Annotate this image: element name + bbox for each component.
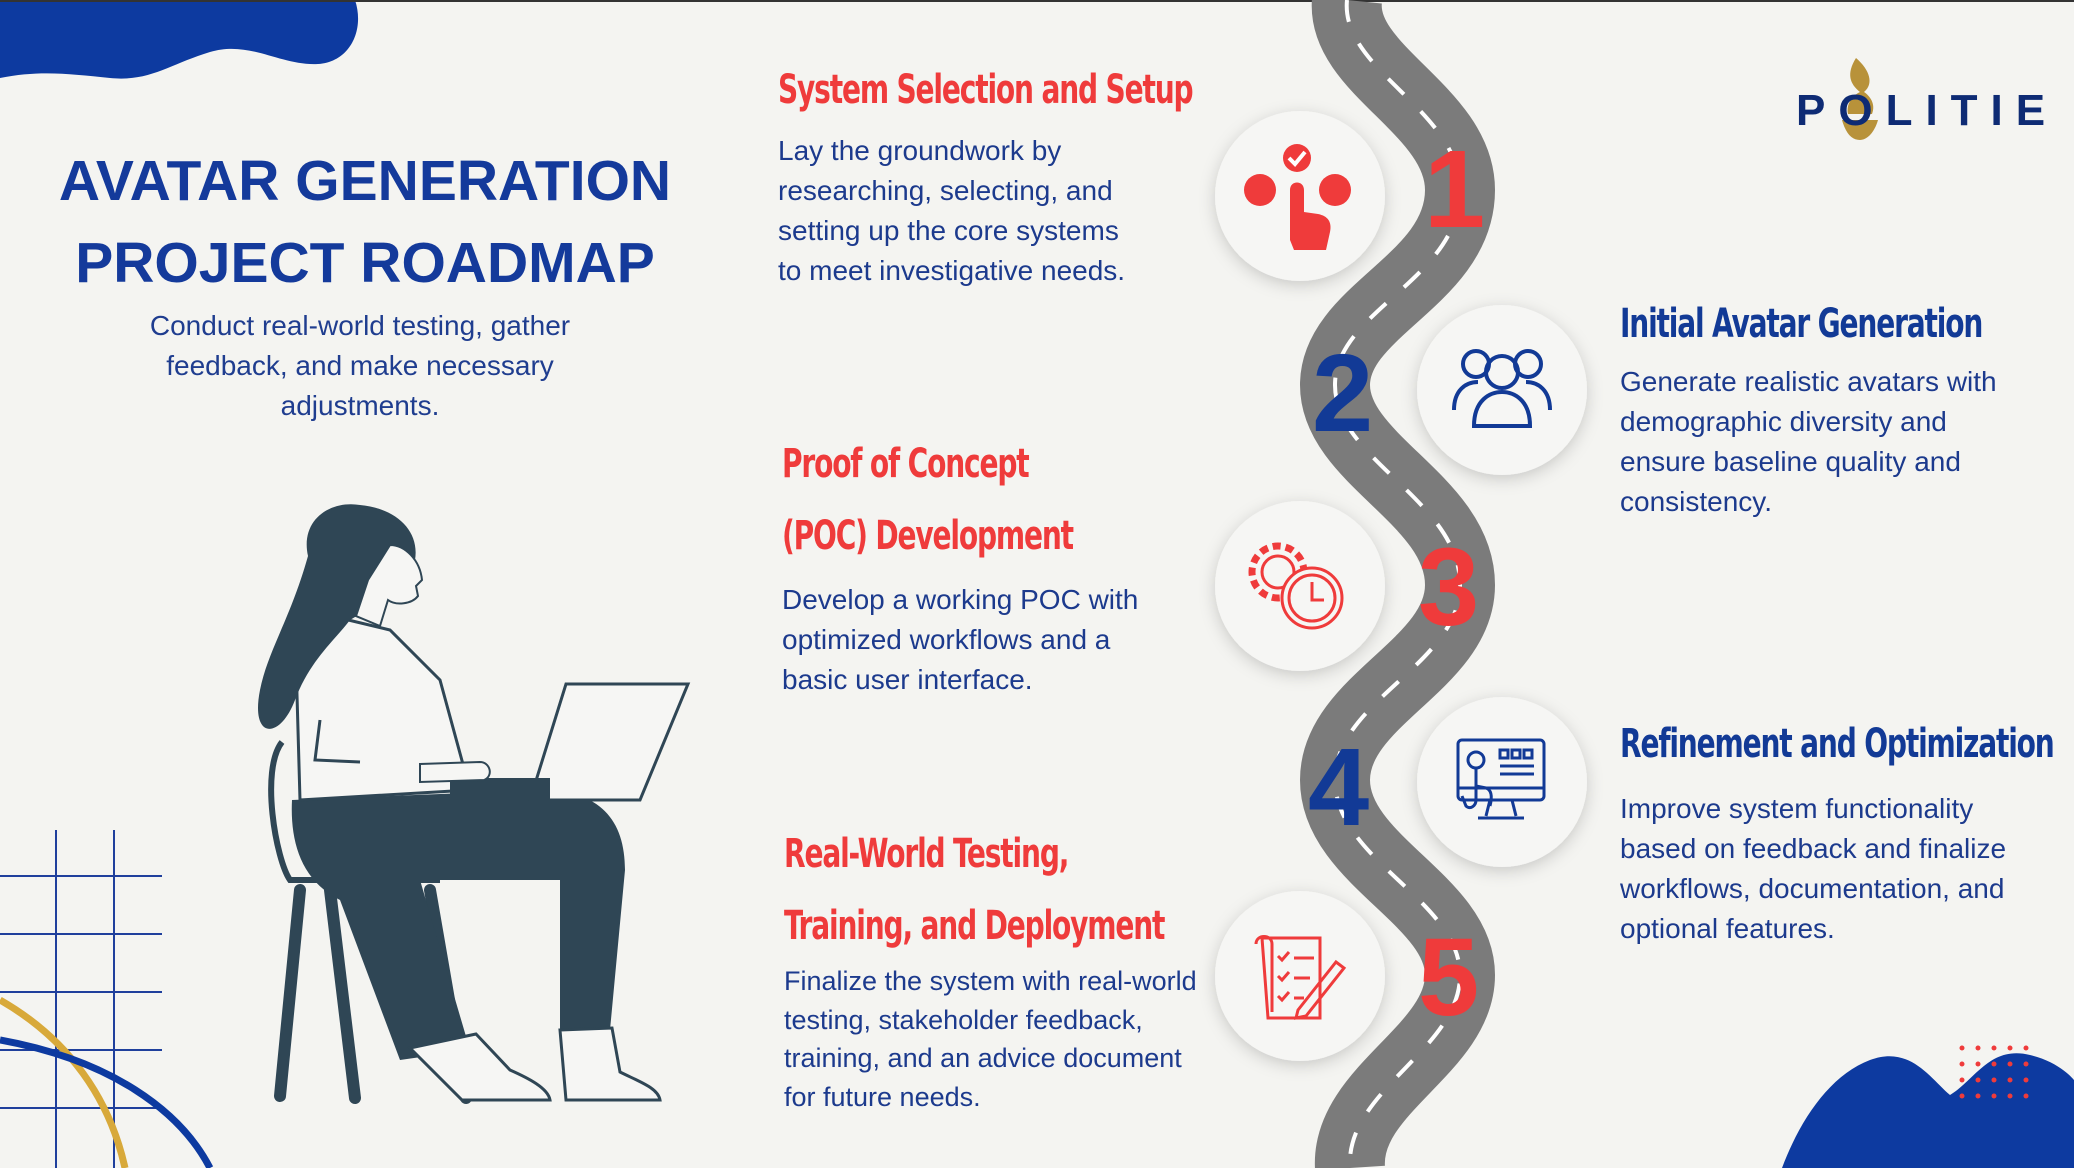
step-1-description: Lay the groundwork by researching, selec…	[778, 135, 1126, 286]
step-2-title: Initial Avatar Generation	[1620, 301, 1983, 347]
step-5-description: Finalize the system with real-world test…	[784, 966, 1197, 1112]
corner-blob-bottom-right	[1782, 1053, 2074, 1168]
step-4-description: Improve system functionality based on fe…	[1620, 793, 2007, 944]
decor-grid	[0, 830, 162, 1168]
user-group-icon	[1452, 349, 1552, 428]
decor-arc-navy	[0, 1036, 214, 1168]
step-5-title-line-2: Training, and Deployment	[784, 903, 1165, 949]
step-4-title: Refinement and Optimization	[1620, 721, 2055, 767]
touch-options-icon	[1244, 144, 1351, 250]
page-title: AVATAR GENERATION PROJECT ROADMAP	[58, 149, 672, 295]
page-subtitle: Conduct real-world testing, gather feedb…	[149, 310, 571, 421]
step-number-2: 2	[1312, 332, 1374, 455]
step-2: Initial Avatar Generation	[1620, 288, 2074, 360]
step-number-3: 3	[1418, 526, 1480, 649]
step-3-title-line-1: Proof of Concept	[782, 441, 1030, 487]
brand-emblem-icon	[1842, 58, 1878, 140]
step-5: Real-World Testing, Training, and Deploy…	[784, 818, 1272, 962]
step-1: System Selection and Setup	[778, 54, 1309, 126]
gear-clock-icon	[1248, 542, 1344, 630]
step-3-title-line-2: (POC) Development	[782, 513, 1074, 559]
step-circle-5	[1215, 891, 1385, 1061]
decor-arc-gold	[0, 996, 129, 1168]
step-4: Refinement and Optimization	[1620, 708, 2074, 780]
brand-wordmark: POLITIE	[1796, 86, 2059, 135]
step-circle-4	[1417, 697, 1587, 867]
step-3-description: Develop a working POC with optimized wor…	[782, 584, 1139, 695]
step-number-4: 4	[1308, 726, 1370, 849]
step-number-5: 5	[1418, 916, 1480, 1039]
step-2-description: Generate realistic avatars with demograp…	[1620, 366, 1997, 517]
decor-dots	[1959, 1045, 2029, 1099]
checklist-pen-icon	[1254, 935, 1347, 1020]
road-center-line	[1332, 0, 1463, 1168]
step-5-title-line-1: Real-World Testing,	[784, 831, 1069, 877]
woman-with-laptop-illustration	[258, 504, 691, 1104]
computer-touch-icon	[1456, 738, 1546, 820]
step-number-1: 1	[1424, 128, 1486, 251]
step-1-title: System Selection and Setup	[778, 67, 1194, 113]
step-3: Proof of Concept (POC) Development	[782, 428, 1155, 572]
corner-blob-top-left	[0, 0, 359, 79]
